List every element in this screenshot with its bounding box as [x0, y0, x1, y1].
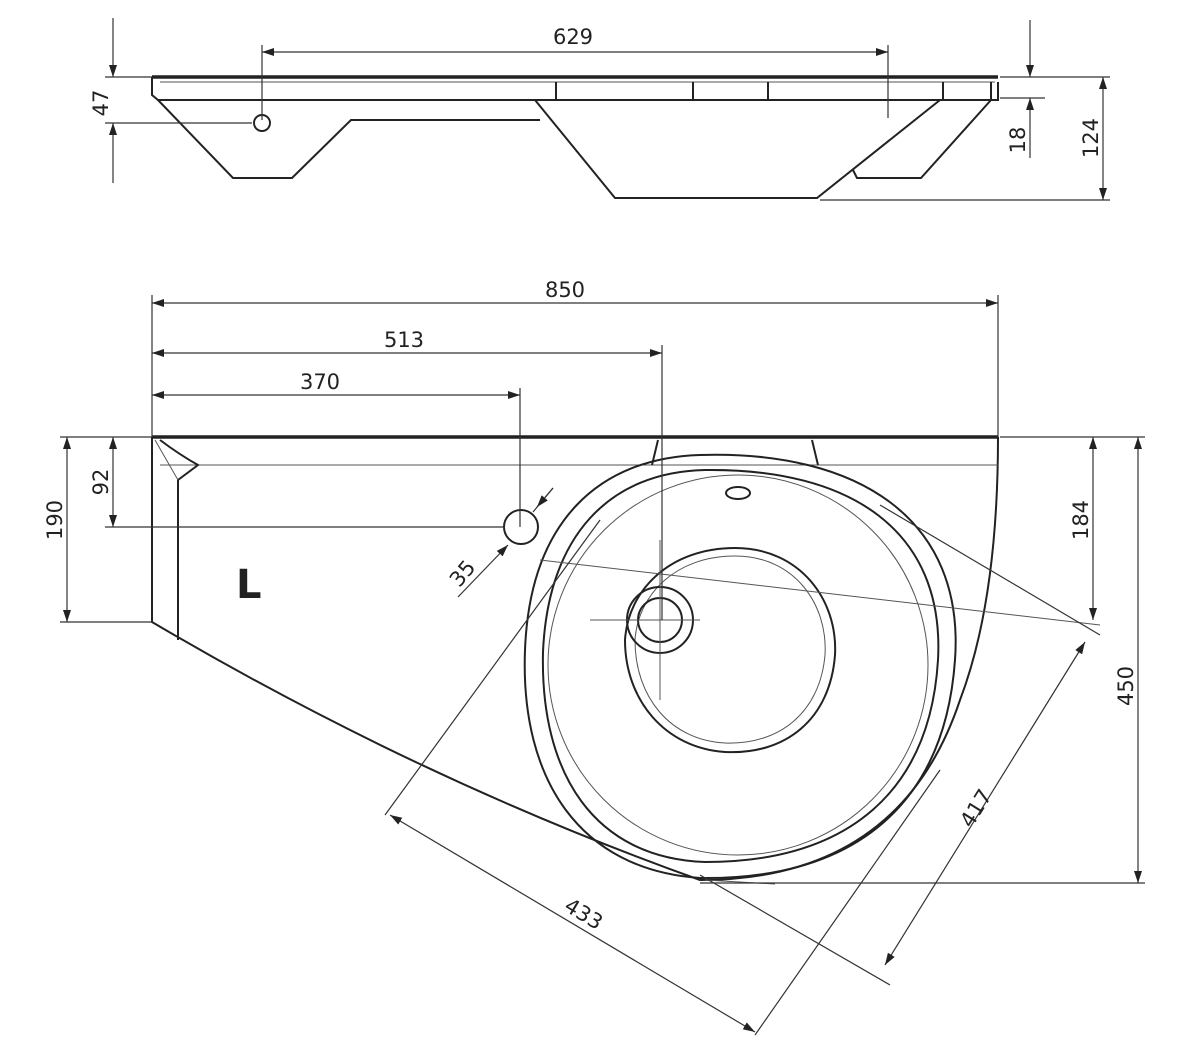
- plan-view: L 850 513 370 92 190 184 450 35 433: [43, 278, 1145, 1036]
- dim-18: 18: [1006, 127, 1030, 154]
- dim-184: 184: [1069, 500, 1093, 540]
- dim-417: 417: [955, 785, 997, 832]
- dim-124: 124: [1079, 118, 1103, 158]
- dim-190: 190: [43, 500, 67, 540]
- overflow-icon: [725, 486, 751, 500]
- dim-370: 370: [300, 370, 340, 394]
- dim-450: 450: [1114, 666, 1138, 706]
- dim-47: 47: [89, 90, 113, 117]
- dim-92: 92: [89, 469, 113, 496]
- dim-629: 629: [553, 25, 593, 49]
- dim-433: 433: [560, 893, 607, 934]
- side-marker-L: L: [236, 562, 262, 608]
- dim-35: 35: [445, 556, 481, 592]
- tap-hole: [503, 509, 539, 545]
- side-view: 629 47 18 124: [89, 18, 1110, 201]
- dim-513: 513: [384, 328, 424, 352]
- dim-850: 850: [545, 278, 585, 302]
